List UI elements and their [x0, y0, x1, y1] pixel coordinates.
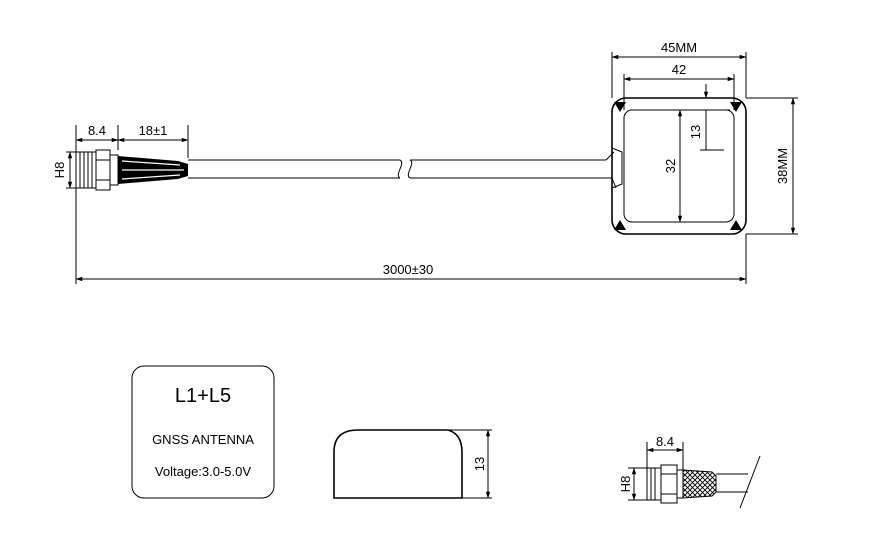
dim-housing-width: 45MM — [611, 40, 747, 98]
dim-patch-offset: 13 — [688, 84, 730, 151]
dim-housing-height: 38MM — [746, 97, 798, 235]
sma-connector — [79, 149, 119, 191]
crimp-ferrule — [118, 156, 188, 184]
product-text: GNSS ANTENNA — [152, 432, 254, 447]
cable-assembly-view: 8.4 18±1 H8 3000±30 45MM — [52, 40, 798, 284]
dim-connector-height: H8 — [52, 151, 80, 189]
dim-patch-width: 42 — [623, 62, 735, 110]
connector-length-text: 8.4 — [88, 123, 106, 138]
patch-height-text: 32 — [663, 159, 678, 173]
product-label: L1+L5 GNSS ANTENNA Voltage:3.0-5.0V — [131, 365, 275, 499]
dim-ferrule-length: 18±1 — [117, 123, 189, 158]
antenna-side-view: 13 — [333, 429, 492, 499]
patch-offset-text: 13 — [688, 125, 703, 139]
coax-cable — [188, 151, 617, 189]
dim-total-length: 3000±30 — [75, 195, 747, 284]
connector-height-text: H8 — [52, 162, 67, 179]
antenna-housing — [611, 97, 747, 235]
band-text: L1+L5 — [175, 385, 231, 407]
dim-connector-length: 8.4 — [75, 123, 119, 195]
housing-height-text: 38MM — [775, 148, 790, 184]
side-thickness-text: 13 — [472, 457, 487, 471]
detail-connector-height-text: H8 — [618, 476, 633, 493]
housing-width-text: 45MM — [661, 40, 697, 55]
voltage-text: Voltage:3.0-5.0V — [155, 464, 251, 479]
dim-patch-height: 32 — [663, 109, 683, 223]
connector-detail-view: 8.4 H8 — [618, 434, 761, 509]
total-length-text: 3000±30 — [383, 262, 434, 277]
ferrule-length-text: 18±1 — [139, 123, 168, 138]
patch-width-text: 42 — [672, 62, 686, 77]
detail-connector-length-text: 8.4 — [656, 434, 674, 449]
